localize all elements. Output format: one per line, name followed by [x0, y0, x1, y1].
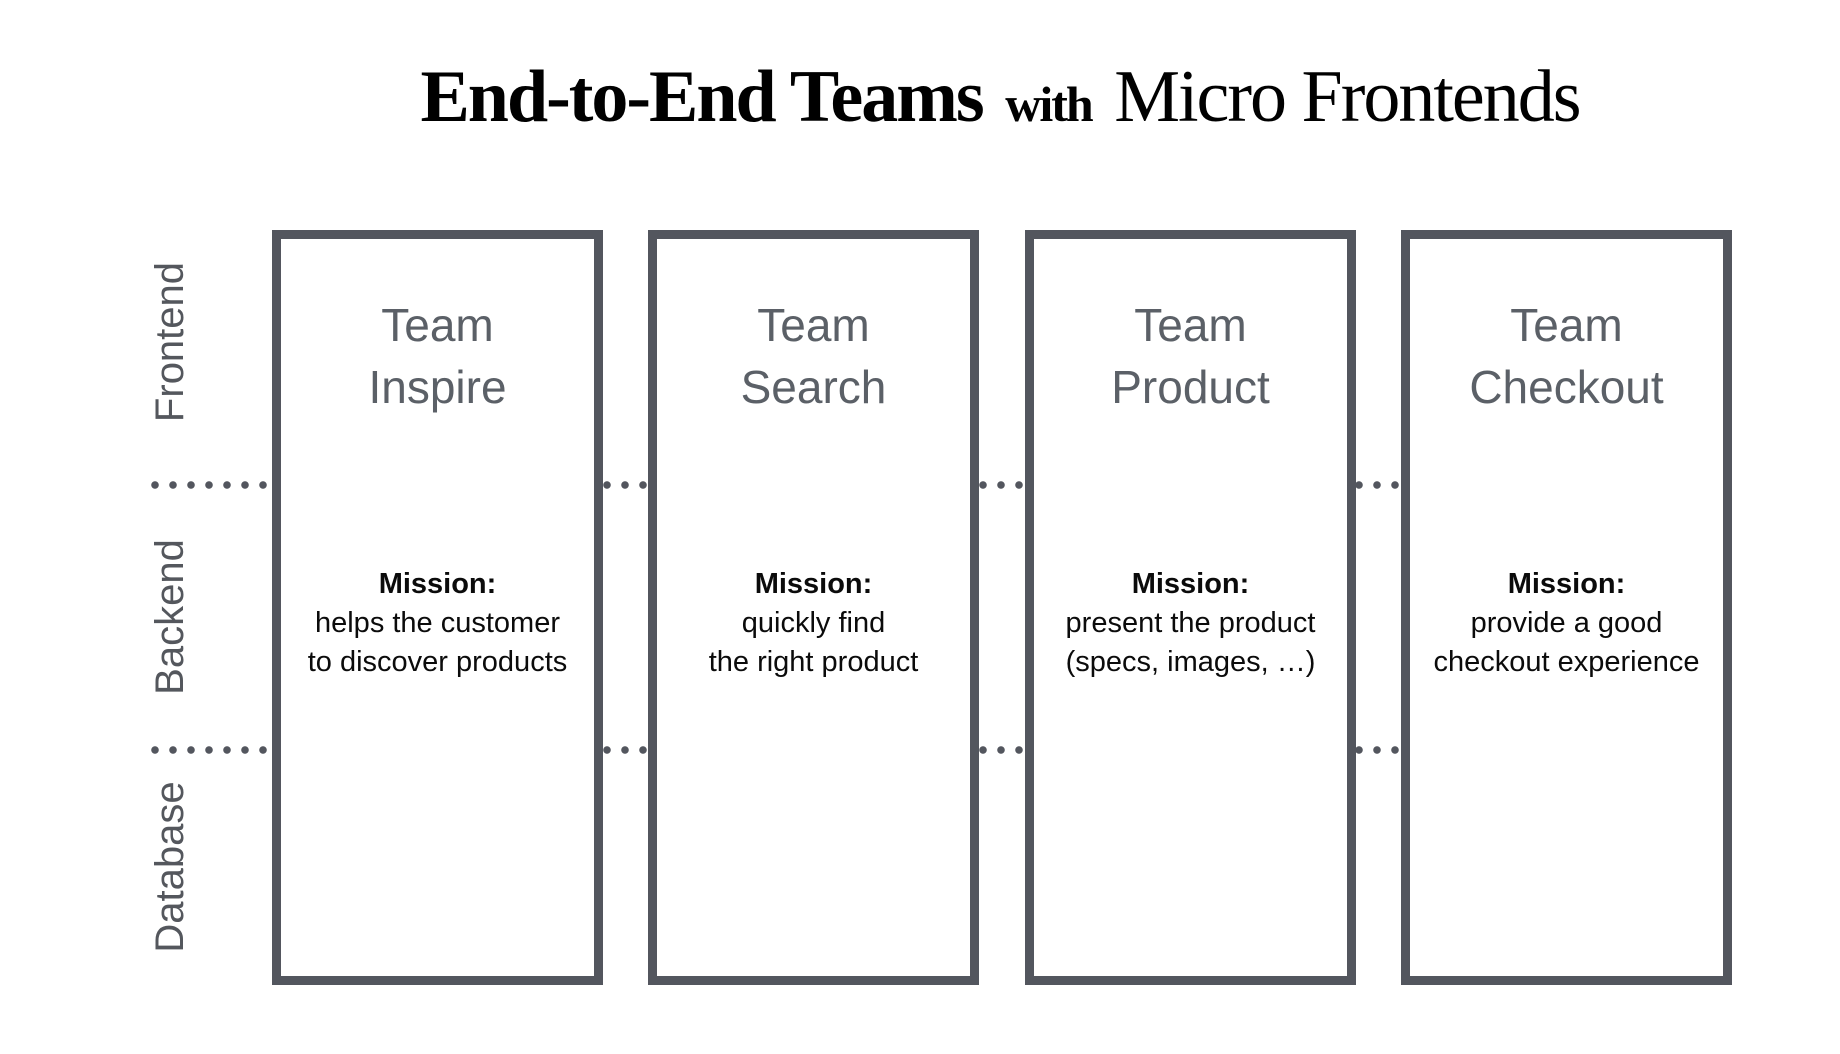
mission-label: Mission: [1131, 568, 1250, 600]
dotted-divider-frontend-backend-gap-3 [1350, 480, 1404, 490]
mission-label: Mission: [1507, 568, 1626, 600]
mission-text: quickly find the right product [708, 607, 919, 678]
team-card-inspire: Team Inspire Mission: helps the customer… [272, 230, 603, 985]
diagram-title: End-to-End Teams with Micro Frontends [80, 42, 1840, 159]
layer-label-frontend: Frontend [148, 261, 192, 423]
dotted-divider-frontend-backend-gap-2 [974, 480, 1028, 490]
mission-text: provide a good checkout experience [1433, 607, 1700, 678]
mission-text: helps the customer to discover products [307, 607, 568, 678]
dotted-divider-frontend-backend-margin [146, 480, 270, 490]
team-mission: Mission: helps the customer to discover … [281, 565, 594, 682]
title-segment-with: with [1005, 76, 1093, 132]
team-mission: Mission: quickly find the right product [657, 565, 970, 682]
team-name: Team Product [1111, 299, 1270, 413]
dotted-divider-backend-database-gap-3 [1350, 745, 1404, 755]
title-segment-micro-frontends: Micro Frontends [1114, 56, 1581, 138]
mission-label: Mission: [754, 568, 873, 600]
dotted-divider-backend-database-gap-1 [598, 745, 652, 755]
mission-text: present the product (specs, images, …) [1065, 607, 1316, 678]
team-name: Team Checkout [1469, 299, 1664, 413]
team-mission: Mission: present the product (specs, ima… [1034, 565, 1347, 682]
team-name: Team Search [740, 299, 887, 413]
team-card-checkout: Team Checkout Mission: provide a good ch… [1401, 230, 1732, 985]
team-card-search: Team Search Mission: quickly find the ri… [648, 230, 979, 985]
team-mission: Mission: provide a good checkout experie… [1410, 565, 1723, 682]
dotted-divider-backend-database-gap-2 [974, 745, 1028, 755]
layer-label-database: Database [148, 781, 192, 953]
dotted-divider-frontend-backend-gap-1 [598, 480, 652, 490]
dotted-divider-backend-database-margin [146, 745, 270, 755]
team-card-product: Team Product Mission: present the produc… [1025, 230, 1356, 985]
team-name: Team Inspire [368, 299, 507, 413]
mission-label: Mission: [378, 568, 497, 600]
title-segment-main: End-to-End Teams [420, 56, 984, 138]
